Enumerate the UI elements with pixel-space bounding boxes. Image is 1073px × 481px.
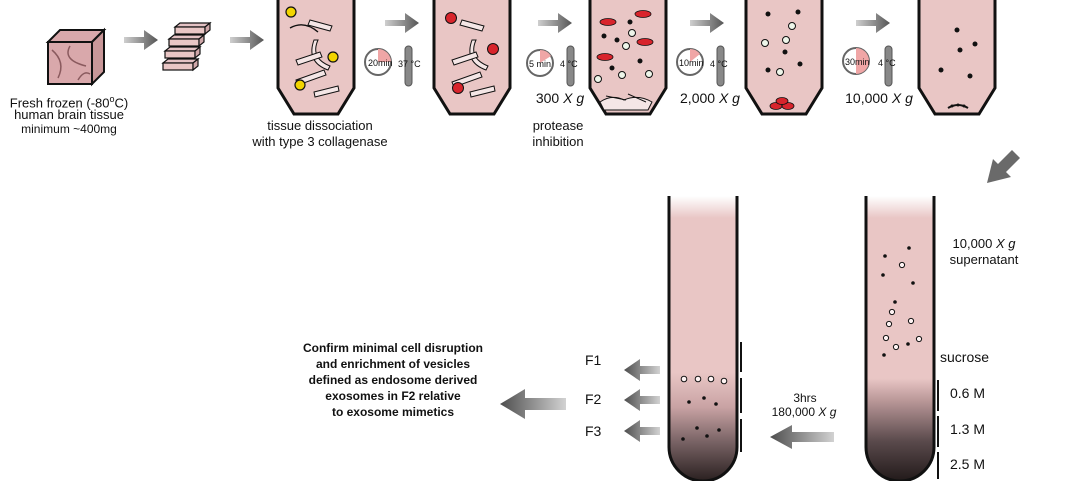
svg-text:37 °C: 37 °C <box>398 59 421 69</box>
fraction-arrow <box>624 389 660 411</box>
protease-label-line1: protease <box>532 118 584 133</box>
process-arrow <box>230 30 264 50</box>
process-arrow <box>124 30 158 50</box>
svg-text:4 °C: 4 °C <box>878 58 896 68</box>
tissue-label-line2: human brain tissue <box>14 107 124 122</box>
timer-icon: 5 min <box>526 49 554 77</box>
conclusion-line: exosomes in F2 relative <box>325 389 461 403</box>
timer-icon: 30min <box>842 47 870 75</box>
timer-icon: 10min <box>676 48 704 76</box>
process-arrow <box>770 425 834 449</box>
conclusion-line: Confirm minimal cell disruption <box>302 341 484 355</box>
fraction-label-f3: F3 <box>585 423 602 439</box>
spin-speed-label: 180,000 X g <box>771 405 837 419</box>
tube-dissociation <box>276 0 356 116</box>
dissociation-label-line2: with type 3 collagenase <box>252 134 388 149</box>
sucrose-layer-25: 2.5 M <box>950 456 986 472</box>
fraction-label-f2: F2 <box>585 391 602 407</box>
conclusion-line: defined as endosome derived <box>308 373 478 387</box>
sucrose-layer-13: 1.3 M <box>950 421 986 437</box>
tube-10000g <box>917 0 997 116</box>
speed-label-300g: 300 X g <box>535 90 585 106</box>
sucrose-gradient-tube <box>864 196 936 481</box>
conclusion-line: to exosome mimetics <box>331 405 455 419</box>
svg-text:30min: 30min <box>845 57 870 67</box>
thermometer-icon: 4 °C <box>710 45 728 87</box>
process-arrow <box>538 13 572 33</box>
thermometer-icon: 37 °C <box>398 45 421 87</box>
sucrose-label: sucrose <box>940 349 990 365</box>
dissociation-label-line1: tissue dissociation <box>267 118 373 133</box>
conclusion-text: Confirm minimal cell disruption and enri… <box>288 340 498 420</box>
speed-label-2000g: 2,000 X g <box>680 90 740 106</box>
tube-incubated <box>432 0 512 116</box>
process-arrow <box>690 13 724 33</box>
timer-icon: 20min <box>364 48 393 76</box>
supernatant-label-line2: supernatant <box>949 252 1019 267</box>
speed-label-10000g: 10,000 X g <box>845 90 913 106</box>
sucrose-layer-06: 0.6 M <box>950 385 986 401</box>
process-arrow <box>856 13 890 33</box>
process-arrow <box>987 150 1020 183</box>
tissue-label-line3: minimum ~400mg <box>21 122 117 136</box>
process-arrow <box>385 13 419 33</box>
protease-label-line2: inhibition <box>532 134 584 149</box>
supernatant-label-line1: 10,000 X g <box>952 236 1016 251</box>
thermometer-icon: 4 °C <box>560 45 578 87</box>
fraction-arrow <box>624 359 660 381</box>
spin-time-label: 3hrs <box>793 391 817 405</box>
brain-tissue-block <box>45 27 107 87</box>
tube-2000g <box>744 0 824 116</box>
fraction-label-f1: F1 <box>585 352 602 368</box>
svg-text:10min: 10min <box>679 58 704 68</box>
svg-text:4 °C: 4 °C <box>710 59 728 69</box>
fraction-arrow <box>624 420 660 442</box>
tissue-slices <box>161 21 212 72</box>
tissue-label-line1: Fresh frozen (-80oC) <box>9 94 129 111</box>
conclusion-line: and enrichment of vesicles <box>315 357 471 371</box>
svg-text:5 min: 5 min <box>529 59 551 69</box>
svg-text:4 °C: 4 °C <box>560 59 578 69</box>
thermometer-icon: 4 °C <box>878 45 896 87</box>
tube-300g <box>588 0 668 116</box>
fraction-tube <box>667 196 739 481</box>
svg-text:20min: 20min <box>368 58 393 68</box>
process-arrow <box>500 389 566 419</box>
